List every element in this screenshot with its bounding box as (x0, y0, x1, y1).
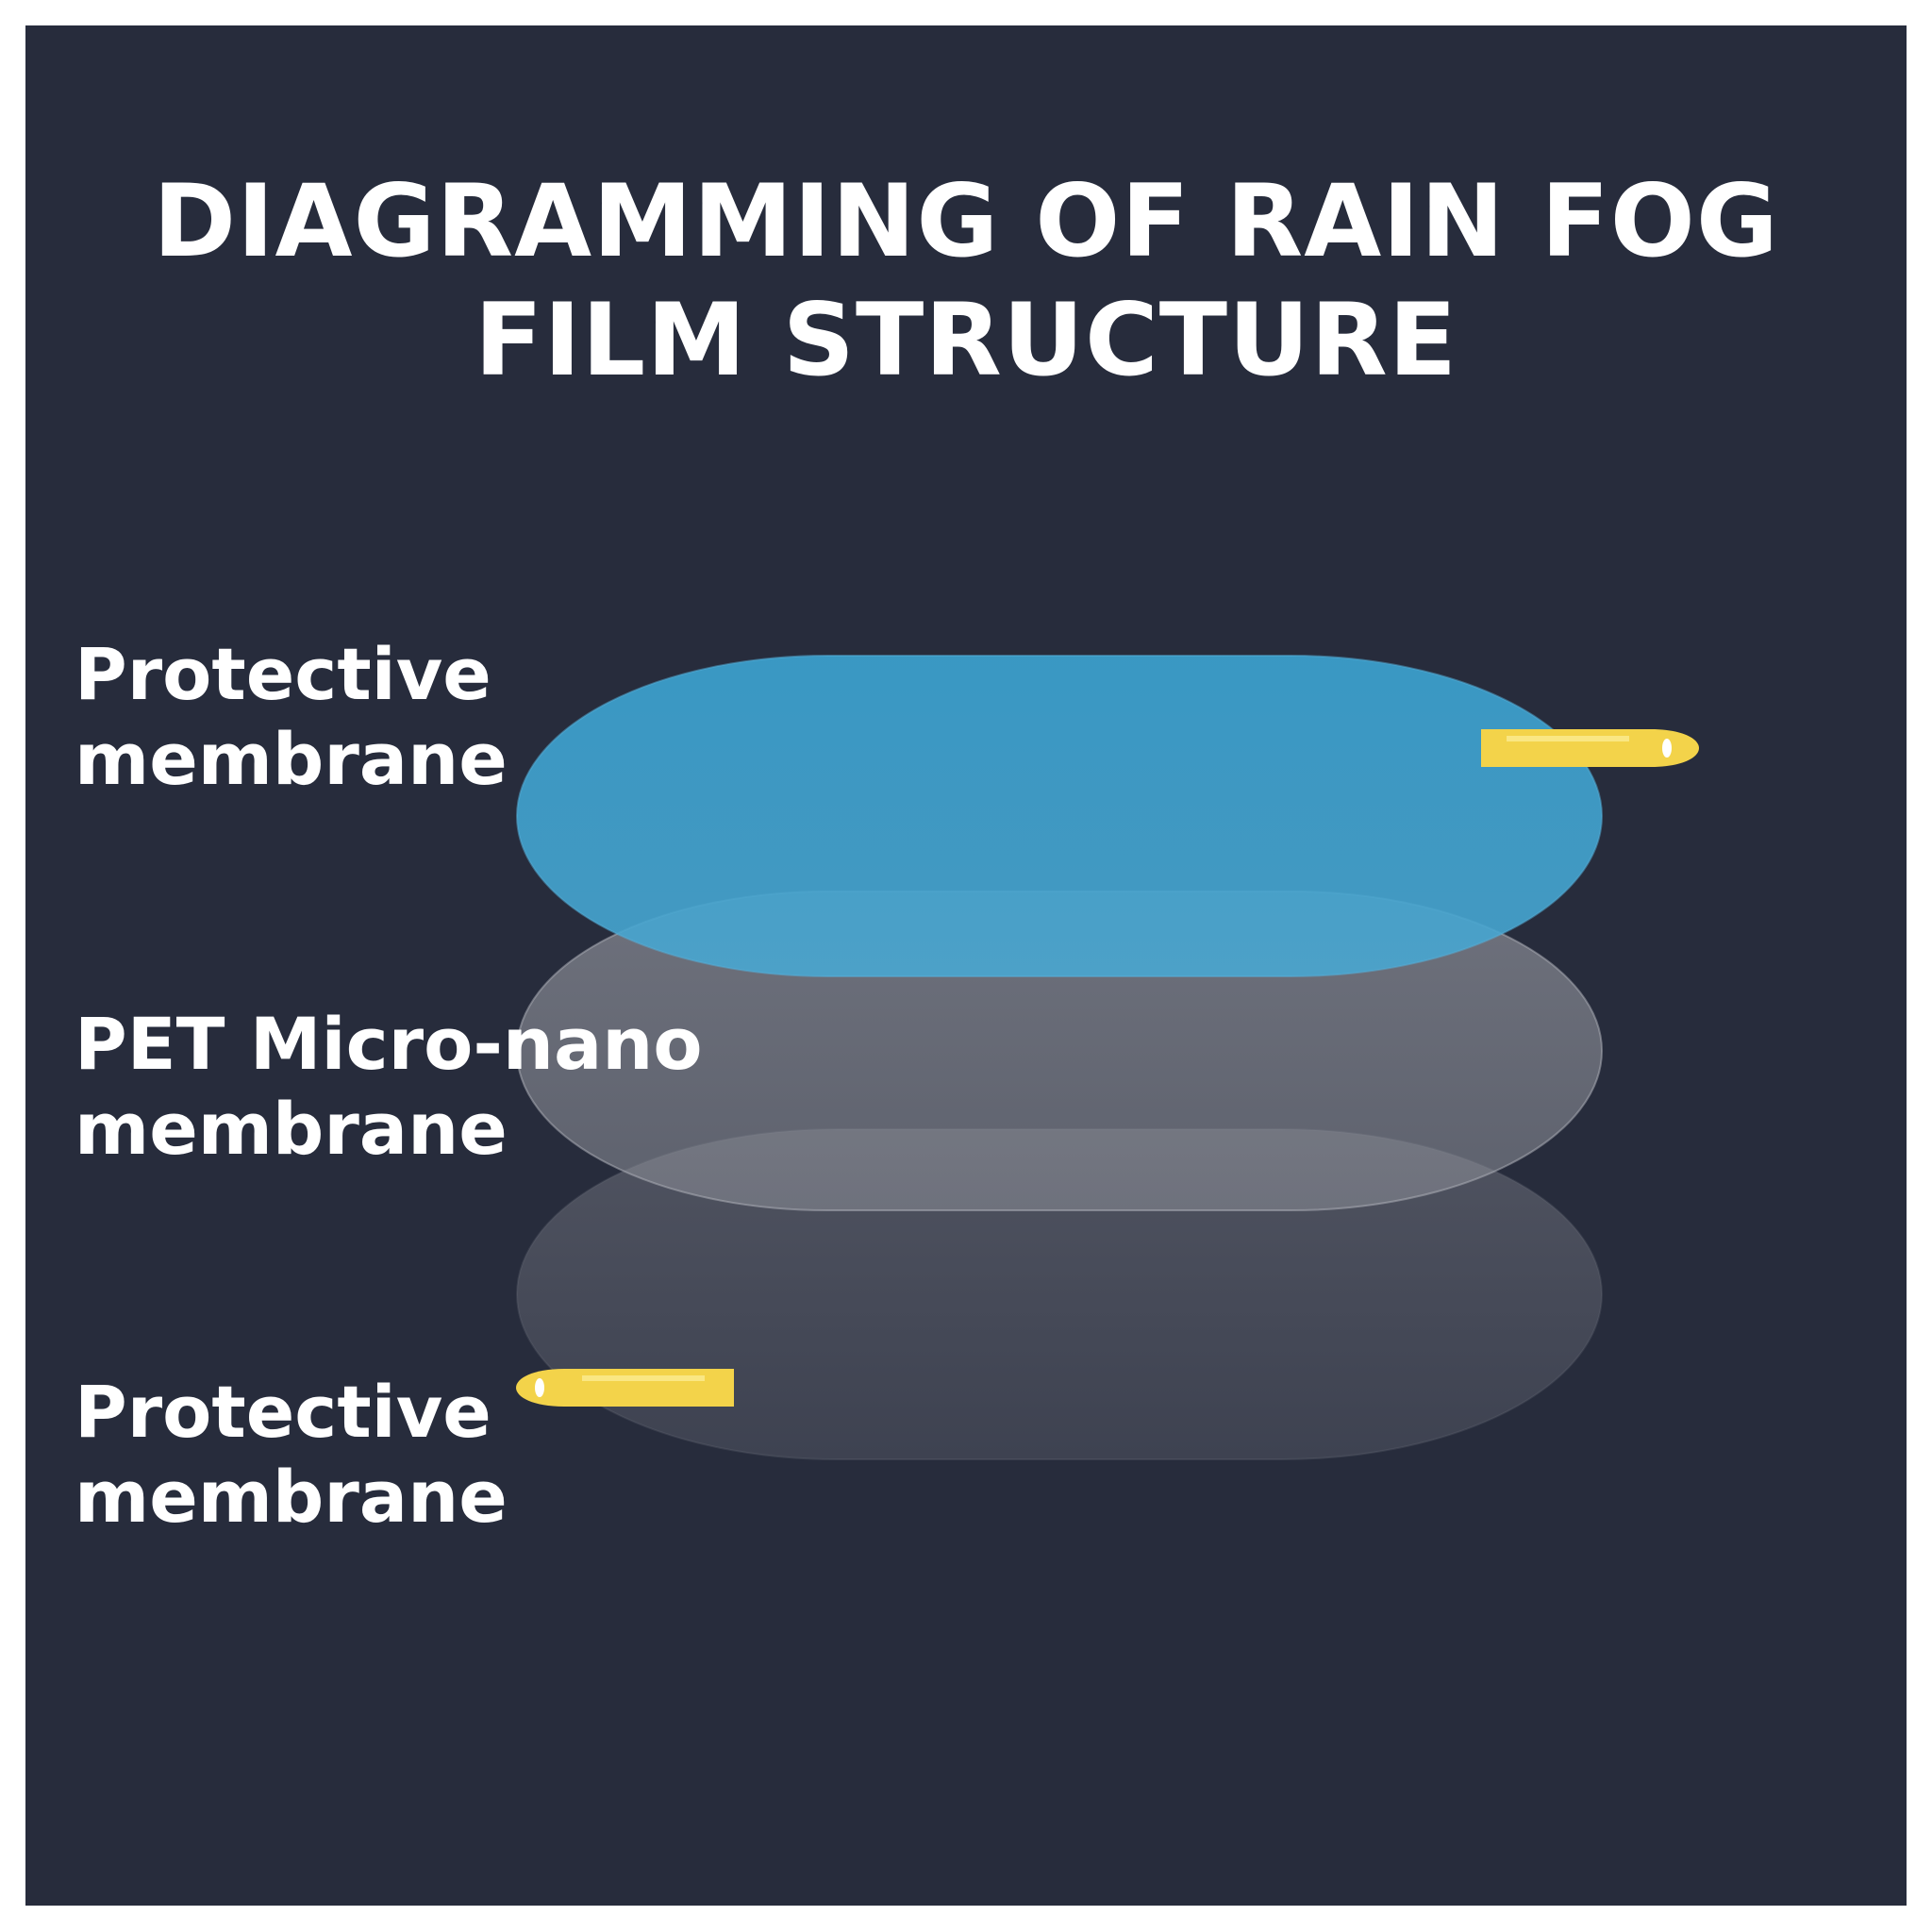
diagram-title: DIAGRAMMING OF RAIN FOG FILM STRUCTURE (25, 162, 1907, 400)
middle-layer-label: PET Micro-nano membrane (75, 1002, 703, 1172)
top-peel-tab-icon (1481, 729, 1699, 767)
diagram-frame: DIAGRAMMING OF RAIN FOG FILM STRUCTURE (25, 25, 1907, 1906)
bottom-peel-tab-icon (516, 1369, 734, 1407)
top-protective-membrane (516, 655, 1603, 977)
bottom-layer-label-line-2: membrane (75, 1455, 508, 1539)
bottom-layer-label: Protective membrane (75, 1370, 508, 1540)
middle-layer-label-line-1: PET Micro-nano (75, 1002, 703, 1086)
top-layer-label: Protective membrane (75, 632, 508, 802)
title-line-2: FILM STRUCTURE (474, 282, 1458, 398)
top-layer-label-line-1: Protective (75, 632, 491, 716)
title-line-1: DIAGRAMMING OF RAIN FOG (153, 163, 1779, 279)
top-layer-label-line-2: membrane (75, 717, 508, 801)
middle-layer-label-line-2: membrane (75, 1087, 508, 1171)
film-layers-illustration (516, 655, 1699, 1460)
bottom-layer-label-line-1: Protective (75, 1370, 491, 1454)
